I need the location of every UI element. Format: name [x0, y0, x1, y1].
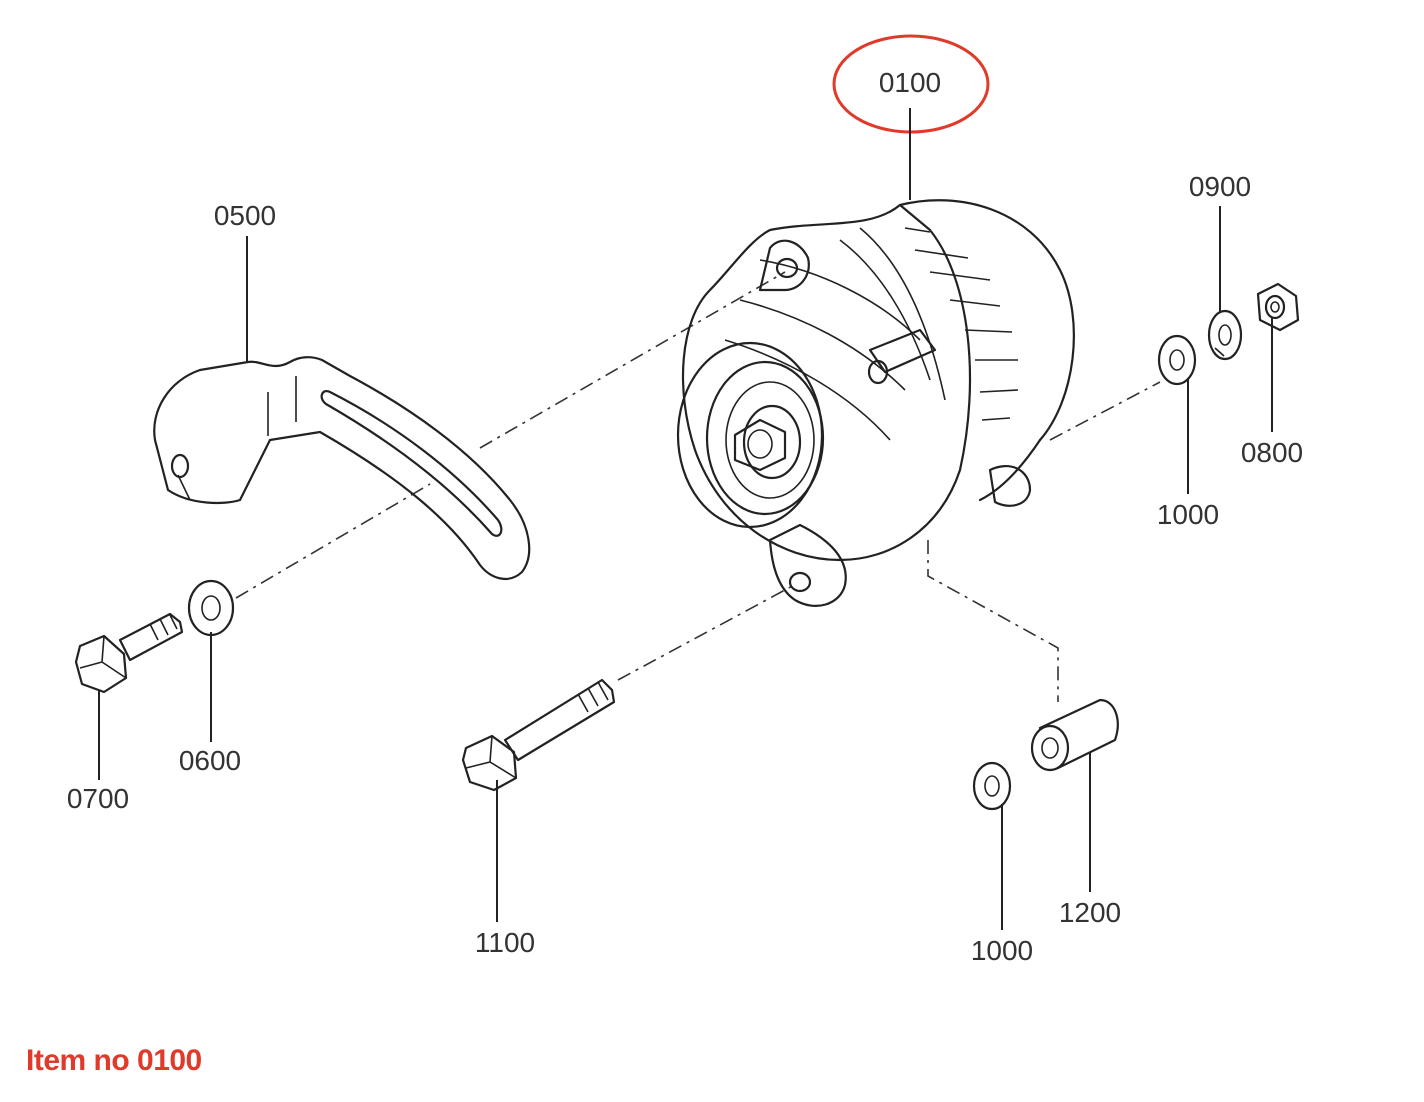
washer-1000-lower-drawing [972, 761, 1012, 811]
bracket-0500-drawing [153, 356, 531, 581]
nut-0800-drawing [1256, 282, 1300, 332]
spacer-1200-drawing [1030, 698, 1119, 772]
part-label-0700[interactable]: 0700 [67, 783, 129, 814]
assembly-axis-lines [235, 271, 1161, 702]
part-label-1100[interactable]: 1100 [475, 927, 535, 958]
part-label-1000-lower[interactable]: 1000 [971, 935, 1033, 966]
bolt-0700-drawing [74, 612, 184, 694]
part-label-0900[interactable]: 0900 [1189, 171, 1251, 202]
part-label-0600[interactable]: 0600 [179, 745, 241, 776]
part-label-0800[interactable]: 0800 [1241, 437, 1303, 468]
item-caption: Item no 0100 [26, 1044, 202, 1077]
alternator-0100-drawing [676, 199, 1075, 607]
washer-0600-drawing [187, 579, 235, 637]
part-label-1200[interactable]: 1200 [1059, 897, 1121, 928]
washer-1000-upper-drawing [1157, 334, 1197, 386]
part-label-0100[interactable]: 0100 [879, 67, 941, 98]
part-label-0500[interactable]: 0500 [214, 200, 276, 231]
leader-lines [98, 108, 1273, 930]
spring-washer-0900-drawing [1207, 309, 1243, 361]
part-label-1000-upper[interactable]: 1000 [1157, 499, 1219, 530]
bolt-1100-drawing [461, 678, 616, 792]
